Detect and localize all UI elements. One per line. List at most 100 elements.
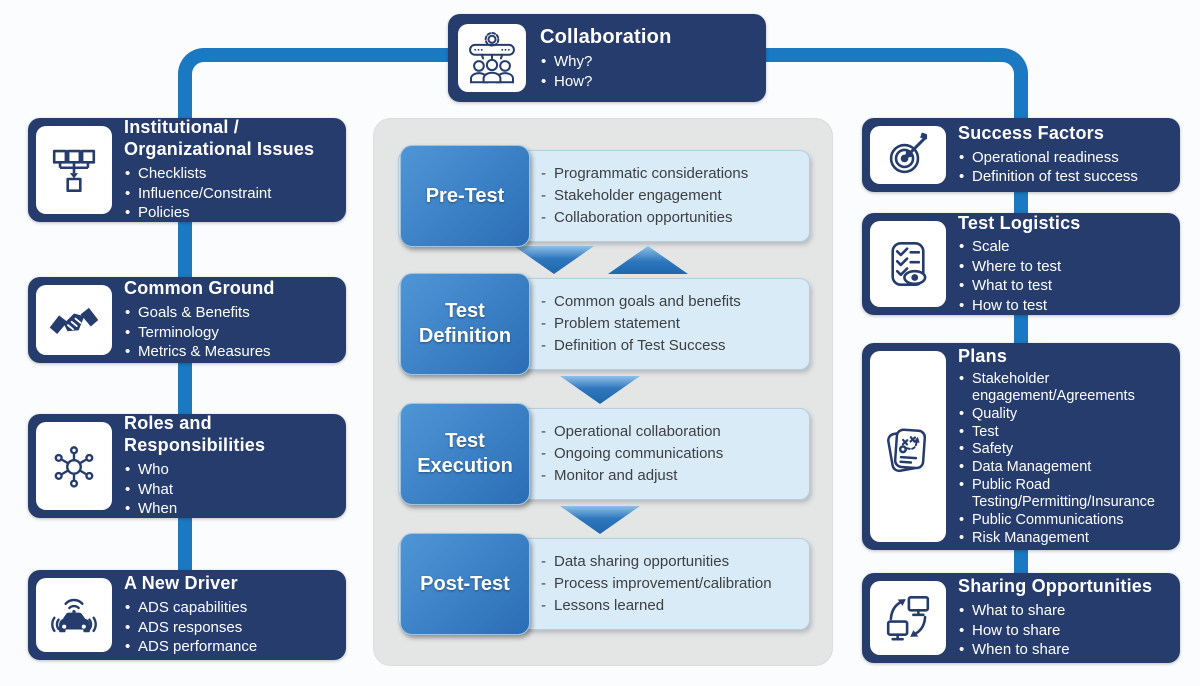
list-item: When xyxy=(124,499,338,519)
list-item: Goals & Benefits xyxy=(124,303,338,323)
list-item: ADS responses xyxy=(124,618,338,638)
sharing-text: Sharing Opportunities What to share How … xyxy=(958,573,1172,663)
checklist-eye-icon xyxy=(881,237,935,291)
list-item: Programmatic considerations xyxy=(541,163,803,185)
list-item: Stakeholder engagement xyxy=(541,185,803,207)
strategy-papers-icon xyxy=(880,419,936,475)
list-item: Test xyxy=(958,424,1172,442)
list-item: Why? xyxy=(540,52,758,72)
list-item: Scale xyxy=(958,237,1172,257)
list-item: How? xyxy=(540,72,758,92)
list-item: Process improvement/calibration xyxy=(541,573,803,595)
box-title: Plans xyxy=(958,345,1008,366)
roles-text: Roles and Responsibilities Who What When xyxy=(124,413,338,519)
list-item: Policies xyxy=(124,203,338,223)
dash-list: Operational collaboration Ongoing commun… xyxy=(541,409,803,499)
common-ground-text: Common Ground Goals & Benefits Terminolo… xyxy=(124,277,338,363)
box-title: Common Ground xyxy=(124,278,275,299)
box-title: Sharing Opportunities xyxy=(958,576,1153,597)
sharing-opportunities-box: Sharing Opportunities What to share How … xyxy=(862,573,1180,663)
list-item: ADS performance xyxy=(124,637,338,657)
new-driver-text: A New Driver ADS capabilities ADS respon… xyxy=(124,570,338,660)
bullet-list: Checklists Influence/Constraint Policies xyxy=(124,164,338,223)
list-item: Problem statement xyxy=(541,313,803,335)
bullet-list: What to share How to share When to share xyxy=(958,601,1172,660)
test-logistics-box: Test Logistics Scale Where to test What … xyxy=(862,213,1180,315)
list-item: Operational collaboration xyxy=(541,421,803,443)
list-item: Stakeholder engagement/Agreements xyxy=(958,371,1172,406)
test-execution-label: Test Execution xyxy=(400,403,530,505)
plans-icon-tile xyxy=(870,351,946,542)
list-item: Safety xyxy=(958,441,1172,459)
list-item: Ongoing communications xyxy=(541,443,803,465)
pre-test-label: Pre-Test xyxy=(400,145,530,247)
dash-list: Common goals and benefits Problem statem… xyxy=(541,279,803,369)
sharing-icon-tile xyxy=(870,581,946,655)
list-item: How to share xyxy=(958,621,1172,641)
share-screens-icon xyxy=(881,591,935,645)
list-item: Collaboration opportunities xyxy=(541,207,803,229)
list-item: Monitor and adjust xyxy=(541,465,803,487)
box-title: Collaboration xyxy=(540,25,672,48)
list-item: What xyxy=(124,480,338,500)
new-driver-box: A New Driver ADS capabilities ADS respon… xyxy=(28,570,346,660)
list-item: Risk Management xyxy=(958,530,1172,548)
common-ground-box: Common Ground Goals & Benefits Terminolo… xyxy=(28,277,346,363)
bullet-list: Goals & Benefits Terminology Metrics & M… xyxy=(124,303,338,362)
box-title: Roles and Responsibilities xyxy=(124,413,266,456)
collaboration-box: Collaboration Why? How? xyxy=(448,14,766,102)
list-item: What to test xyxy=(958,276,1172,296)
new-driver-icon-tile xyxy=(36,578,112,652)
plans-box: Plans Stakeholder engagement/Agreements … xyxy=(862,343,1180,550)
target-arrow-icon xyxy=(882,132,928,181)
list-item: Data Management xyxy=(958,459,1172,477)
handshake-icon xyxy=(49,307,99,334)
list-item: Data sharing opportunities xyxy=(541,551,803,573)
post-test-label: Post-Test xyxy=(400,533,530,635)
success-factors-text: Success Factors Operational readiness De… xyxy=(958,118,1172,192)
connected-car-icon xyxy=(46,587,102,633)
box-title: Test Logistics xyxy=(958,212,1081,233)
list-item: Who xyxy=(124,460,338,480)
bullet-list: ADS capabilities ADS responses ADS perfo… xyxy=(124,598,338,657)
bullet-list: Who What When xyxy=(124,460,338,519)
list-item: Where to test xyxy=(958,257,1172,277)
test-definition-label: Test Definition xyxy=(400,273,530,375)
hub-spoke-icon xyxy=(47,439,101,493)
bullet-list: Scale Where to test What to test How to … xyxy=(958,237,1172,315)
list-item: Operational readiness xyxy=(958,148,1172,168)
institutional-issues-box: Institutional / Organizational Issues Ch… xyxy=(28,117,346,223)
list-item: Lessons learned xyxy=(541,595,803,617)
list-item: Checklists xyxy=(124,164,338,184)
collaboration-icon-tile xyxy=(458,24,526,92)
list-item: Quality xyxy=(958,406,1172,424)
bullet-list: Stakeholder engagement/Agreements Qualit… xyxy=(958,371,1172,548)
box-title: Success Factors xyxy=(958,123,1105,144)
org-chart-icon xyxy=(47,143,101,197)
test-logistics-icon-tile xyxy=(870,221,946,307)
common-ground-icon-tile xyxy=(36,285,112,355)
institutional-icon-tile xyxy=(36,126,112,214)
collaboration-text: Collaboration Why? How? xyxy=(540,14,758,102)
list-item: Definition of Test Success xyxy=(541,335,803,357)
bullet-list: Operational readiness Definition of test… xyxy=(958,148,1172,187)
list-item: How to test xyxy=(958,296,1172,316)
list-item: Common goals and benefits xyxy=(541,291,803,313)
bullet-list: Why? How? xyxy=(540,52,758,91)
list-item: Metrics & Measures xyxy=(124,342,338,362)
list-item: Definition of test success xyxy=(958,167,1172,187)
institutional-text: Institutional / Organizational Issues Ch… xyxy=(124,117,338,223)
list-item: What to share xyxy=(958,601,1172,621)
dash-list: Data sharing opportunities Process impro… xyxy=(541,539,803,629)
roles-icon-tile xyxy=(36,422,112,510)
box-title: A New Driver xyxy=(124,573,238,594)
success-factors-icon-tile xyxy=(870,126,946,184)
list-item: Terminology xyxy=(124,323,338,343)
list-item: ADS capabilities xyxy=(124,598,338,618)
dash-list: Programmatic considerations Stakeholder … xyxy=(541,151,803,241)
list-item: Influence/Constraint xyxy=(124,184,338,204)
success-factors-box: Success Factors Operational readiness De… xyxy=(862,118,1180,192)
people-gear-icon xyxy=(464,30,520,86)
plans-text: Plans Stakeholder engagement/Agreements … xyxy=(958,343,1172,550)
